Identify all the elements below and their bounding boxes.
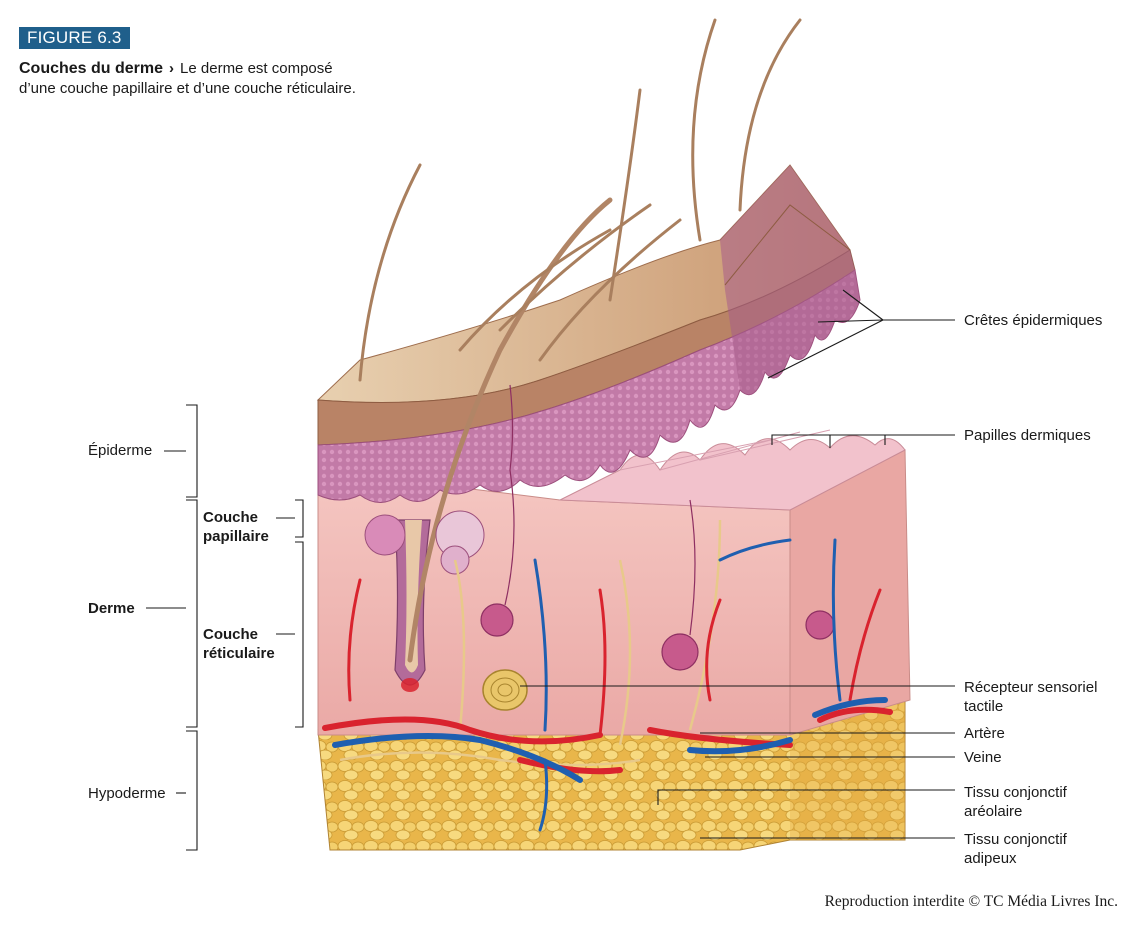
figure-description-line1: Le derme est composé [180,60,333,77]
figure-title: Couches du derme [19,60,164,77]
figure-badge: FIGURE 6.3 [19,27,130,49]
label-recepteur-line2: tactile [964,698,1004,715]
label-areolaire-line1: Tissu conjonctif [964,784,1067,801]
caption-separator-icon: › [169,60,175,77]
hair-follicle [364,197,613,692]
label-derme: Derme [88,600,135,617]
label-epiderme: Épiderme [88,442,153,459]
label-leader-lines [146,289,955,851]
label-adipeux-line2: adipeux [964,850,1017,867]
label-adipeux-line1: Tissu conjonctif [964,831,1067,848]
label-cretes-epidermiques: Crêtes épidermiques [964,312,1103,329]
figure-caption: Couches du derme › Le derme est composé d’… [19,59,439,99]
tactile-receptor [482,669,528,711]
label-artere: Artère [964,725,1005,742]
copyright-notice: Reproduction interdite © TC Média Livres… [824,893,1118,910]
epidermis-layer [316,164,861,503]
label-hypoderme: Hypoderme [88,785,166,802]
label-couche-reticulaire-line2: réticulaire [203,645,275,662]
label-couche-reticulaire-line1: Couche [203,626,259,643]
surface-hairs [358,18,802,382]
label-couche-papillaire-line1: Couche [203,509,259,526]
label-couche-papillaire-line2: papillaire [203,528,269,545]
label-recepteur-line1: Récepteur sensoriel [964,679,1098,696]
label-veine: Veine [964,749,1002,766]
label-areolaire-line2: aréolaire [964,803,1023,820]
veins [332,538,888,832]
sweat-glands [480,384,835,671]
label-papilles-dermiques: Papilles dermiques [964,427,1091,444]
figure-description-line2: d’une couche papillaire et d’une couche … [19,80,356,97]
